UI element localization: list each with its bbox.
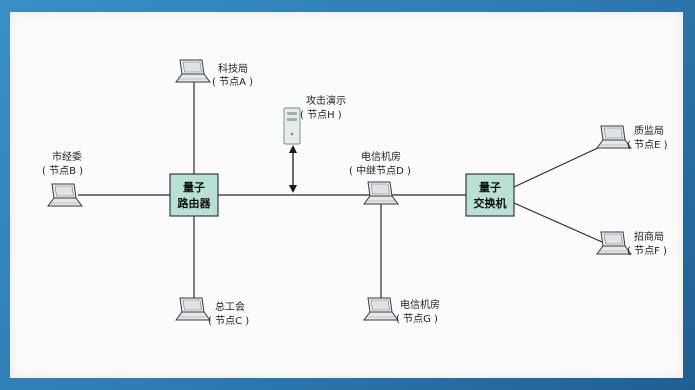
- double-arrow-icon: [289, 145, 297, 193]
- node-a-tag: ( 节点A ): [212, 76, 253, 88]
- laptop-icon[interactable]: [175, 297, 211, 321]
- node-b-label: 市经委 ( 节点B ): [42, 150, 83, 177]
- node-a-name: 科技局: [218, 62, 248, 75]
- laptop-icon[interactable]: [175, 59, 211, 83]
- node-g-name: 电信机房: [400, 298, 440, 311]
- server-icon: [283, 107, 301, 145]
- node-c-label: 总工会 ( 节点C ): [208, 300, 249, 327]
- node-c-tag: ( 节点C ): [208, 315, 249, 327]
- router-label-line1: 量子: [183, 181, 205, 194]
- laptop-icon[interactable]: [363, 181, 399, 205]
- laptop-icon[interactable]: [596, 125, 632, 149]
- node-a-label: 科技局 ( 节点A ): [212, 62, 253, 88]
- link-switch-e: [513, 145, 603, 188]
- node-h-label: 攻击演示 ( 节点H ): [300, 94, 346, 121]
- node-b-tag: ( 节点B ): [42, 165, 83, 177]
- node-f-label: 招商局 ( 节点F ): [627, 230, 667, 257]
- node-f-name: 招商局: [634, 230, 664, 243]
- node-e-tag: ( 节点E ): [627, 139, 668, 151]
- node-f-tag: ( 节点F ): [627, 245, 667, 257]
- link-switch-f: [513, 202, 603, 243]
- node-c-name: 总工会: [215, 300, 245, 313]
- switch-label-line2: 交换机: [474, 196, 507, 210]
- connection-lines: [78, 80, 603, 300]
- node-d-tag: ( 中继节点D ): [349, 164, 411, 177]
- node-g-tag: ( 节点G ): [396, 313, 438, 325]
- node-b-name: 市经委: [52, 150, 82, 163]
- router-label-line2: 路由器: [178, 196, 212, 210]
- node-e-label: 质监局 ( 节点E ): [627, 124, 668, 151]
- laptop-icon[interactable]: [363, 297, 399, 321]
- node-e-name: 质监局: [634, 124, 664, 137]
- laptop-icon[interactable]: [47, 183, 83, 207]
- node-d-name: 电信机房: [361, 150, 401, 163]
- node-d-label: 电信机房 ( 中继节点D ): [349, 150, 411, 177]
- switch-label-line1: 量子: [479, 181, 501, 194]
- quantum-switch[interactable]: 量子 交换机: [465, 173, 515, 217]
- node-h-tag: ( 节点H ): [300, 109, 342, 121]
- quantum-router[interactable]: 量子 路由器: [169, 173, 219, 217]
- node-h-name: 攻击演示: [306, 94, 346, 107]
- laptop-icon[interactable]: [596, 231, 632, 255]
- node-g-label: 电信机房 ( 节点G ): [396, 298, 440, 325]
